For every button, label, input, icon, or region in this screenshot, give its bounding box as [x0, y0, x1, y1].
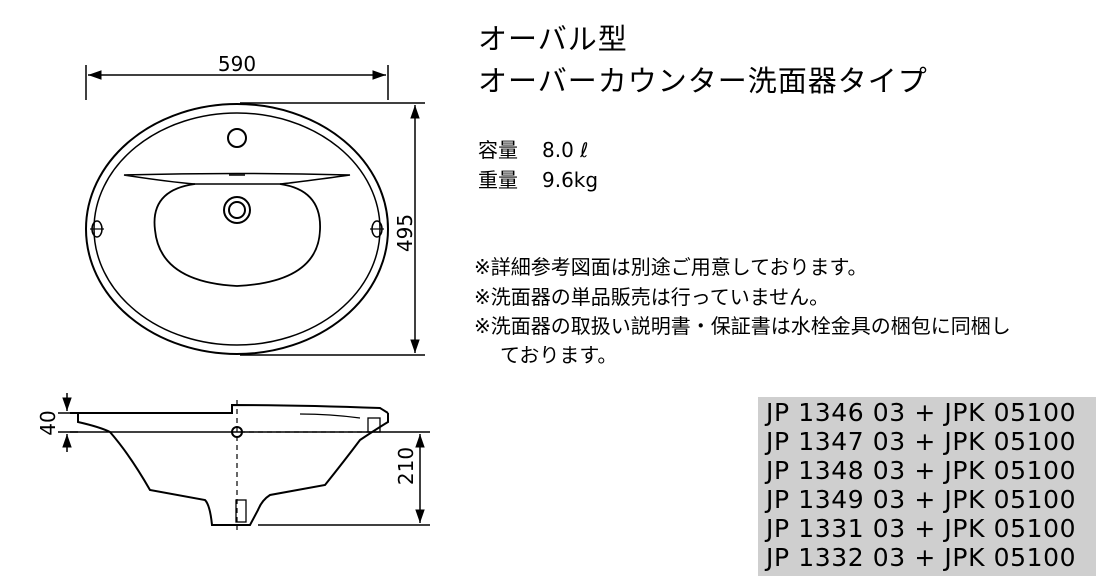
hidden-lines [236, 400, 370, 530]
bowl-outline [153, 183, 321, 287]
product-code: JP 1331 03 + JPK 05100 [766, 514, 1077, 543]
product-subtitle: オーバーカウンター洗面器タイプ [478, 64, 928, 98]
overflow-section [367, 417, 381, 433]
drain-inner [228, 201, 246, 219]
note-line: ※洗面器の取扱い説明書・保証書は水栓金具の梱包に同梱し [474, 314, 1011, 338]
spec-row-weight: 重量 9.6kg [478, 167, 598, 193]
product-code: JP 1349 03 + JPK 05100 [766, 485, 1077, 514]
bowl-height-dimension [258, 431, 430, 526]
spec-row-capacity: 容量 8.0 ℓ [478, 137, 588, 163]
rim-height-label: 40 [36, 410, 60, 435]
drain-section [235, 499, 247, 523]
faucet-hole [227, 128, 247, 148]
spec-value: 9.6kg [542, 168, 599, 192]
product-code: JP 1332 03 + JPK 05100 [766, 543, 1077, 572]
width-label: 590 [218, 52, 256, 76]
note-line: ております。 [500, 343, 618, 367]
width-dimension [85, 65, 389, 100]
product-code: JP 1347 03 + JPK 05100 [766, 427, 1077, 456]
deck-ledge [123, 172, 351, 185]
rim-top [70, 403, 389, 414]
spec-label: 重量 [478, 168, 518, 192]
spec-label: 容量 [478, 138, 518, 162]
note-line: ※洗面器の単品販売は行っていません。 [474, 285, 830, 309]
rim-height-dimension [58, 393, 78, 452]
bowl-right-profile [232, 413, 389, 526]
note-line: ※詳細参考図面は別途ご用意しております。 [474, 255, 868, 279]
outer-rim [85, 103, 389, 355]
side-view [70, 403, 390, 526]
depth-dimension [240, 102, 425, 356]
bowl-height-label: 210 [394, 447, 418, 485]
depth-label: 495 [393, 214, 417, 252]
top-view [85, 103, 389, 355]
product-code-panel: JP 1346 03 + JPK 05100 JP 1347 03 + JPK … [758, 397, 1096, 576]
drain-outer [223, 196, 251, 224]
product-code: JP 1348 03 + JPK 05100 [766, 456, 1077, 485]
product-type-title: オーバル型 [478, 22, 628, 56]
product-code: JP 1346 03 + JPK 05100 [766, 398, 1077, 427]
bowl-left-profile [77, 413, 222, 526]
spec-value: 8.0 ℓ [542, 138, 589, 162]
